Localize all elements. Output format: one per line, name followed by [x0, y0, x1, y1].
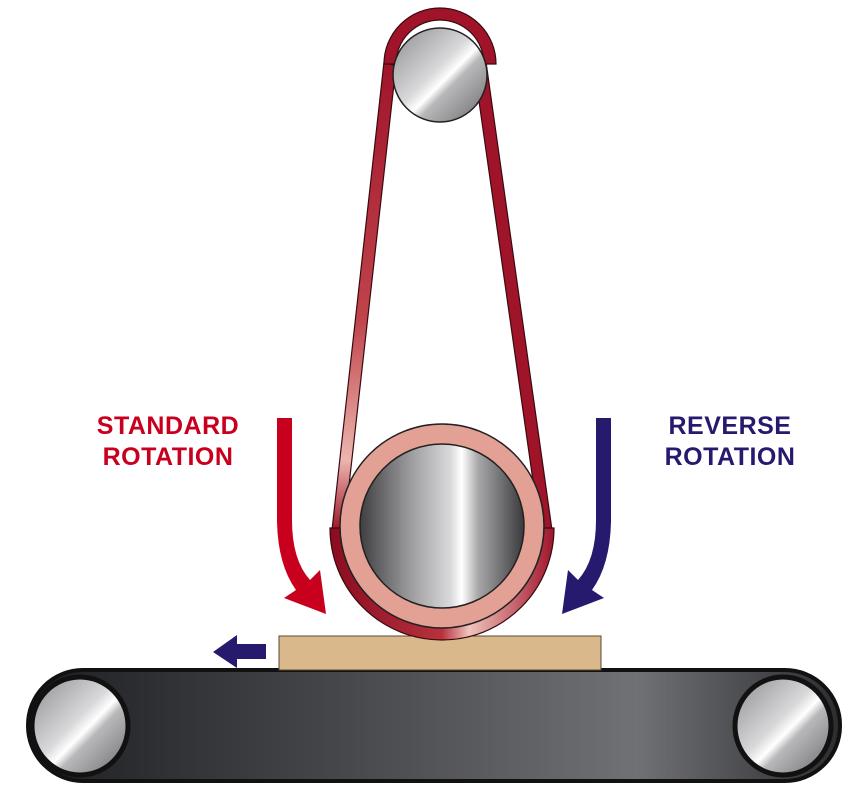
- reverse-rotation-label: REVERSE ROTATION: [640, 411, 820, 473]
- standard-rotation-line1: STANDARD: [96, 412, 240, 440]
- feed-direction-arrow: [213, 635, 266, 668]
- standard-rotation-label: STANDARD ROTATION: [78, 411, 258, 473]
- conveyor-right-roller: [732, 674, 834, 778]
- contact-wheel: [339, 423, 545, 629]
- reverse-rotation-arrow: [562, 418, 611, 614]
- workpiece-block: [278, 635, 602, 671]
- standard-rotation-arrow: [277, 418, 326, 614]
- contact-wheel-hub: [359, 443, 525, 609]
- conveyor-belt: [26, 668, 842, 783]
- reverse-rotation-line1: REVERSE: [668, 412, 792, 440]
- reverse-rotation-line2: ROTATION: [664, 443, 796, 471]
- top-pulley: [392, 27, 488, 123]
- conveyor-body: [26, 668, 842, 783]
- belt-top-wrap: [383, 7, 497, 65]
- conveyor-left-roller: [29, 674, 131, 778]
- standard-rotation-line2: ROTATION: [102, 443, 234, 471]
